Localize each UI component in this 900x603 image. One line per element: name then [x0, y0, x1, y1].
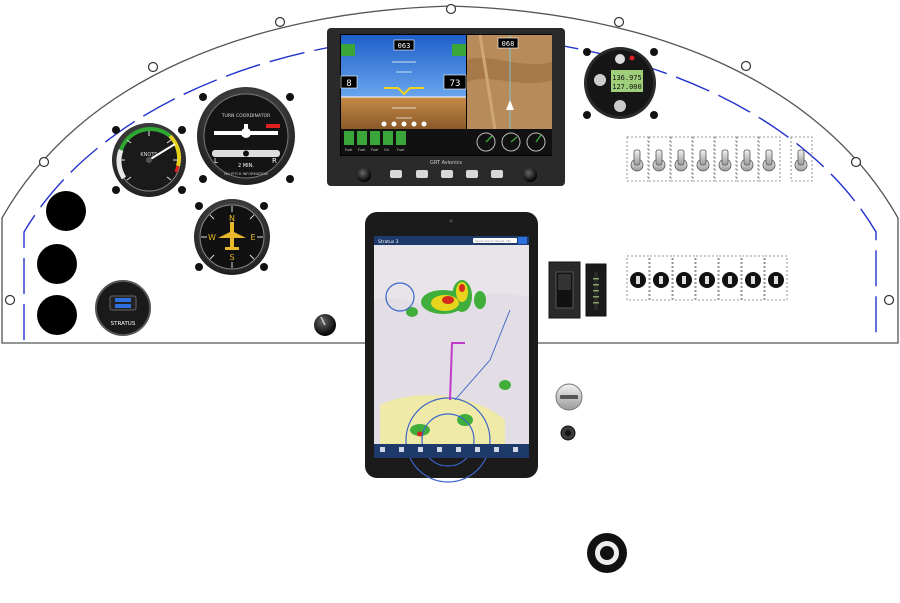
hi-e: E [250, 233, 255, 242]
master-switch[interactable] [548, 261, 581, 319]
tc-right: R [272, 157, 277, 165]
efis-speed: 73 [450, 79, 461, 89]
bottom-knob[interactable] [587, 533, 627, 573]
indicator-light [560, 425, 576, 441]
tc-title: TURN COORDINATOR [221, 113, 271, 119]
tablet-search-placeholder: Search Airport, Navaid, City [475, 239, 511, 243]
efis-aircraft-symbol [384, 87, 424, 96]
radio-tuning-knob[interactable] [614, 100, 626, 112]
efis-right-knob[interactable] [523, 168, 537, 182]
radio-knob[interactable] [615, 54, 625, 64]
airspeed-unit: KNOTS [140, 152, 157, 158]
engine-gauges [476, 132, 546, 152]
tablet: Stratus 3 Search Airport, Navaid, City [365, 212, 538, 483]
radio-standby-freq: 127.000 [612, 83, 642, 91]
efis-tape-dots [381, 121, 427, 127]
circuit-breakers[interactable] [626, 255, 788, 301]
efis-pitch-ladder [392, 61, 416, 119]
vent-holes [37, 191, 86, 335]
radio-volume-knob[interactable] [594, 74, 606, 86]
panel-screws [4, 3, 895, 306]
tablet-search[interactable] [473, 238, 517, 243]
tablet-topbar-left: Stratus 3 [378, 239, 399, 245]
tc-note: NO PITCH INFORMATION [224, 172, 268, 176]
efis-altitude-left: 8 [346, 79, 351, 89]
efis-left-knob[interactable] [357, 168, 371, 182]
efis-heading-box [393, 39, 415, 51]
turn-coordinator: TURN COORDINATOR L R 2 MIN. NO PITCH INF… [197, 87, 295, 185]
tablet-tabbar[interactable] [374, 444, 529, 458]
efis-display: 063 8 73 068 [327, 28, 565, 186]
efis-heading: 063 [398, 42, 411, 50]
usb-brand: STRATUS [111, 321, 136, 327]
hi-n: N [229, 214, 235, 223]
dimmer-knob[interactable] [314, 314, 336, 336]
efis-heading-right: 068 [502, 40, 515, 48]
svg-text:Fuel: Fuel [371, 148, 378, 152]
svg-text:Fuel: Fuel [358, 148, 365, 152]
map-aircraft-icon [506, 100, 514, 110]
engine-labels: Fuel Fuel Fuel Oil Fuel [345, 148, 404, 152]
heading-indicator: N S W E [194, 199, 270, 275]
ignition-key-icon[interactable] [555, 383, 583, 411]
usb-charger[interactable]: STRATUS [95, 280, 151, 336]
toggle-switches[interactable] [626, 136, 813, 182]
hi-w: W [208, 233, 216, 242]
svg-text:Fuel: Fuel [345, 148, 352, 152]
svg-text:Fuel: Fuel [397, 148, 404, 152]
tc-time: 2 MIN. [238, 163, 254, 169]
panel-dashed-line [23, 33, 877, 340]
svg-text:Oil: Oil [384, 148, 389, 152]
com-radio: 136.975 127.000 [583, 47, 658, 119]
route-line [449, 342, 465, 401]
tc-airplane-icon [214, 124, 278, 138]
efis-softkeys[interactable] [390, 170, 503, 178]
trim-indicator [585, 263, 607, 317]
hi-airplane-icon [218, 222, 246, 250]
hi-s: S [229, 253, 234, 262]
engine-bars [344, 131, 406, 145]
efis-brand: GRT Avionics [430, 160, 462, 166]
weather-map [374, 280, 529, 483]
radio-active-freq: 136.975 [612, 74, 642, 82]
tc-left: L [214, 157, 218, 165]
airspeed-indicator: KNOTS [112, 123, 186, 197]
radio-indicator-icon [629, 55, 635, 61]
